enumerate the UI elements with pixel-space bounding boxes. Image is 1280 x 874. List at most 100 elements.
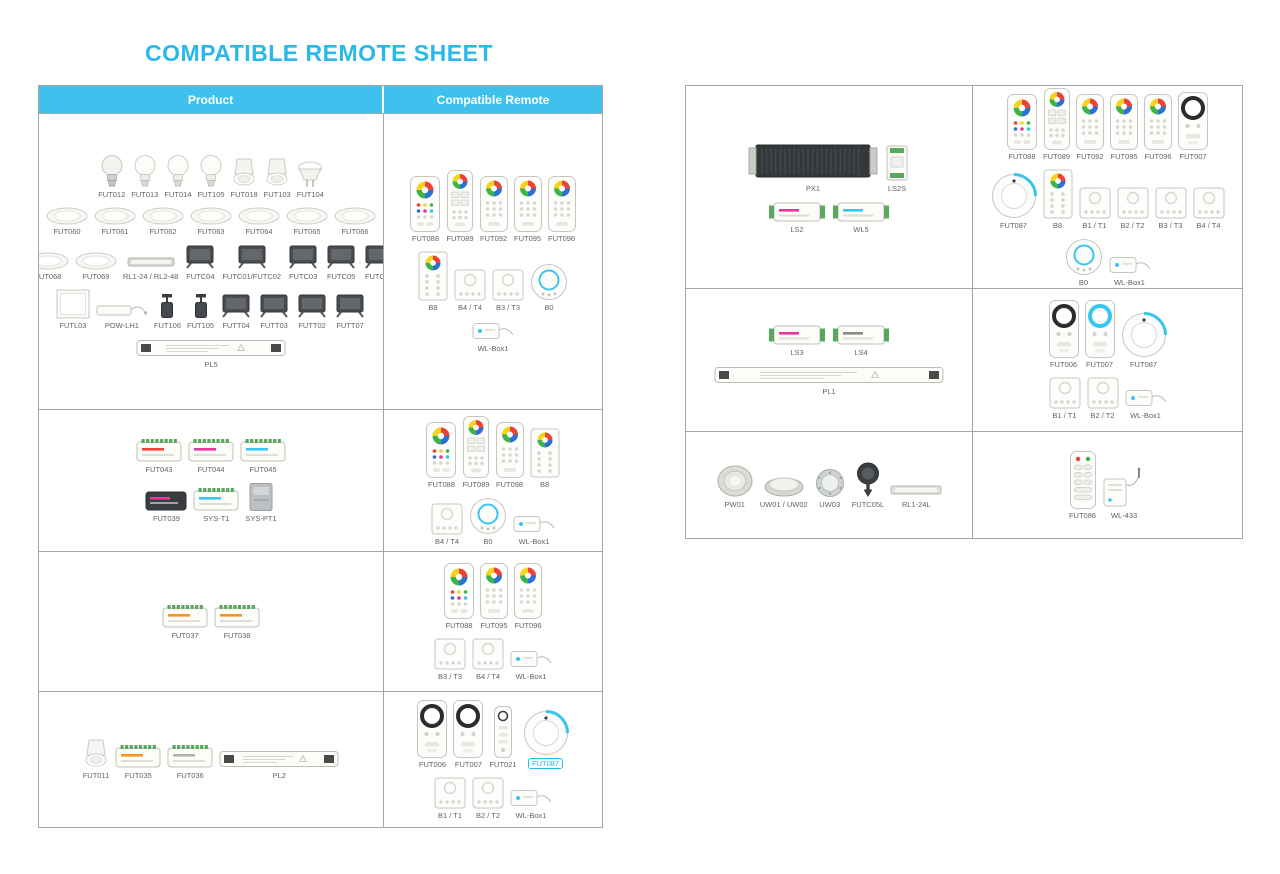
remote-item-label: B8 xyxy=(428,303,438,312)
remote-item: FUT086 xyxy=(1069,450,1096,520)
remote-touch-icon xyxy=(410,176,441,232)
remote-item: B8 xyxy=(530,428,560,489)
product-item-label: FUT062 xyxy=(149,227,177,236)
product-item: FUT103 xyxy=(264,158,291,199)
product-item-label: FUT061 xyxy=(101,227,129,236)
downlight-icon xyxy=(75,252,117,270)
product-item: FUT064 xyxy=(238,207,280,236)
remote-item-label: FUT098 xyxy=(496,479,524,489)
remote-colorbtn-icon xyxy=(1076,93,1105,150)
product-item: RL1-24L xyxy=(890,482,942,509)
product-item-label: FUT106 xyxy=(153,321,181,330)
product-item: PL1 xyxy=(714,365,944,396)
product-item-label: PL2 xyxy=(272,771,286,780)
product-item: FUT039 xyxy=(145,490,187,523)
downlight-icon xyxy=(238,207,280,225)
remote-ring-icon xyxy=(1048,300,1079,358)
mr16-icon xyxy=(297,160,323,188)
product-item: PX1 xyxy=(748,140,878,193)
remote-item-label: FUT006 xyxy=(418,759,446,769)
product-item-label: RL1-24 / RL2-48 xyxy=(122,272,179,281)
product-item: FUT044 xyxy=(188,438,234,474)
product-item-label: FUTC03 xyxy=(288,272,318,281)
remote-item-label: B3 / T3 xyxy=(437,671,463,681)
product-item-label: UW03 xyxy=(819,499,841,509)
product-item: FUTC05 xyxy=(325,244,357,281)
remote-item-label: WL-Box1 xyxy=(515,810,547,820)
remote-item-label: FUT095 xyxy=(514,234,542,243)
wall-panel-icon xyxy=(1155,187,1187,219)
garden-spot-icon xyxy=(852,462,884,498)
remote-item-label: FUT087 xyxy=(528,757,564,769)
remote-tall-icon xyxy=(1043,87,1070,150)
product-item-label: FUT045 xyxy=(249,465,277,474)
product-item: LS2 xyxy=(768,201,826,234)
remote-item: B4 / T4 xyxy=(472,638,504,681)
product-item: FUT035 xyxy=(115,744,161,780)
controller-icon xyxy=(240,438,286,463)
gateway-icon xyxy=(472,320,514,342)
remote-item: FUT007 xyxy=(1178,91,1209,161)
product-item-label: FUTL03 xyxy=(59,321,87,330)
controller-dark-icon xyxy=(145,490,187,512)
floodlight-icon xyxy=(325,244,357,270)
product-item-label: FUT065 xyxy=(293,227,321,236)
product-item: FUT069 xyxy=(75,252,117,281)
remote-item: FUT088 xyxy=(426,421,457,489)
driver-bar-icon xyxy=(219,749,339,769)
remote-item-label: B4 / T4 xyxy=(434,536,460,546)
wall-panel-icon xyxy=(434,777,466,809)
remote-item: B2 / T2 xyxy=(1087,377,1119,420)
wall-panel-icon xyxy=(1117,187,1149,219)
bulb-icon xyxy=(134,154,156,188)
downlight-icon xyxy=(46,207,88,225)
remote-item-label: FUT088 xyxy=(445,620,473,630)
remote-item-label: FUT096 xyxy=(514,620,542,630)
floodlight-icon xyxy=(258,293,290,319)
remote-item: FUT096 xyxy=(547,176,576,243)
product-item-label: FUT068 xyxy=(39,272,62,281)
product-item: FUTL03 xyxy=(56,289,90,330)
product-item: FUT060 xyxy=(46,207,88,236)
remote-item: B2 / T2 xyxy=(472,777,504,820)
remote-item: FUT092 xyxy=(479,176,508,243)
remote-item: FUT006 xyxy=(1048,300,1079,369)
product-item-label: FUTC05L xyxy=(851,499,885,509)
remote-item: B8 xyxy=(1043,169,1073,230)
remote-item-label: B4 / T4 xyxy=(475,671,501,681)
product-line: FUT068FUT069RL1-24 / RL2-48FUTC04FUTC01/… xyxy=(39,244,383,281)
product-item-label: FUT014 xyxy=(164,190,192,199)
gateway-icon xyxy=(1109,254,1151,276)
product-item: UW01 / UW02 xyxy=(760,472,808,509)
remote-item-label: FUT021 xyxy=(489,759,517,769)
remote-item-label: B0 xyxy=(1078,277,1089,287)
controller-icon xyxy=(136,438,182,463)
product-item-label: FUT044 xyxy=(197,465,225,474)
remote-item: FUT088 xyxy=(410,176,441,243)
remote-tall-icon xyxy=(447,170,473,232)
remote-item: FUT092 xyxy=(1076,93,1105,161)
product-item-label: FUT038 xyxy=(223,630,251,640)
product-item-label: SYS-PT1 xyxy=(245,514,277,523)
product-item-label: POW-LH1 xyxy=(104,321,139,330)
product-item: FUTC03 xyxy=(287,244,319,281)
remote-item-label: FUT095 xyxy=(480,620,508,630)
remote-ring-icon xyxy=(453,699,484,758)
compatible-remote-column-header: Compatible Remote xyxy=(384,86,602,113)
product-item-label: PW01 xyxy=(724,499,745,509)
product-item-label: FUT069 xyxy=(82,272,110,281)
product-item: FUT018 xyxy=(231,158,258,199)
product-item-label: FUT039 xyxy=(152,514,180,523)
